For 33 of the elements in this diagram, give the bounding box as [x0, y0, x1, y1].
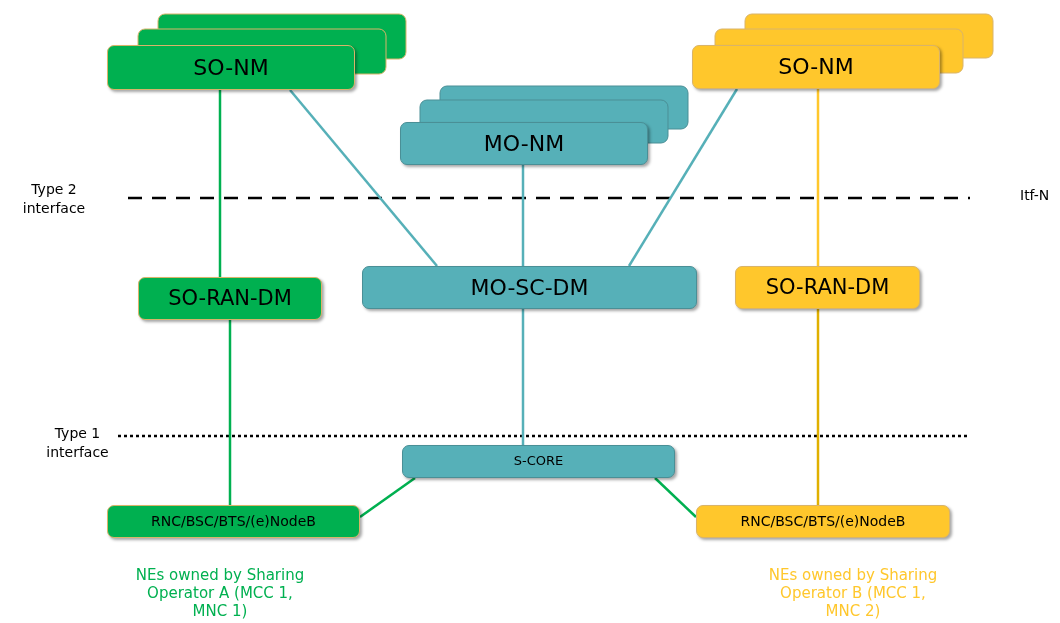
node-label: SO-NM	[193, 54, 269, 81]
connector-line	[359, 477, 416, 518]
interface-label: Itf-N	[1020, 186, 1051, 205]
node-box	[400, 122, 648, 165]
node-label: S-CORE	[513, 454, 564, 469]
node-box	[107, 505, 360, 538]
connector-line	[228, 320, 232, 505]
node-box	[107, 45, 355, 90]
connector-line	[627, 88, 739, 267]
node-box	[138, 277, 322, 320]
node-label: SO-RAN-DM	[168, 286, 292, 311]
connector-line	[654, 477, 697, 518]
connector-line	[521, 309, 525, 445]
interface-label: Type 2 interface	[21, 180, 87, 218]
node-label: MO-NM	[483, 130, 565, 157]
connector-line	[218, 90, 222, 277]
interface-label: Type 1 interface	[45, 424, 110, 462]
node-box	[402, 445, 675, 478]
owner-caption: NEs owned by Sharing Operator A (MCC 1, MNC 1)	[135, 566, 305, 620]
node-box	[735, 266, 920, 309]
node-box	[362, 266, 697, 309]
connector-line	[289, 89, 438, 267]
node-label: RNC/BSC/BTS/(e)NodeB	[740, 513, 906, 530]
node-box	[692, 45, 940, 89]
connector-line	[816, 89, 820, 266]
node-box	[696, 505, 950, 538]
owner-caption: NEs owned by Sharing Operator B (MCC 1, MNC 2)	[768, 566, 938, 620]
connector-line	[521, 165, 525, 266]
connector-line	[816, 309, 820, 505]
node-label: MO-SC-DM	[470, 274, 589, 301]
node-label: RNC/BSC/BTS/(e)NodeB	[151, 513, 316, 530]
node-label: SO-NM	[778, 54, 854, 80]
node-label: SO-RAN-DM	[765, 275, 890, 300]
